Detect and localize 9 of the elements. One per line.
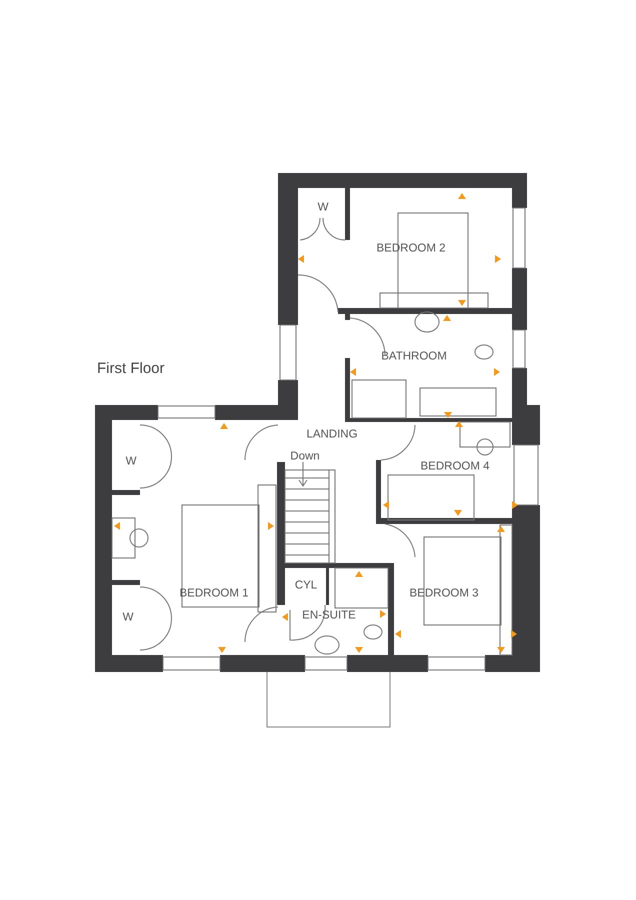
room-label: CYL <box>294 580 318 592</box>
room-label: LANDING <box>306 429 358 441</box>
stair-label: Down <box>290 451 320 463</box>
wardrobe-label: W <box>318 202 328 214</box>
wardrobe-label: W <box>126 456 136 468</box>
room-label: BATHROOM <box>381 351 447 363</box>
wardrobe-label: W <box>122 612 134 624</box>
floor-title: First Floor <box>97 360 164 378</box>
room-label: BEDROOM 4 <box>420 461 490 473</box>
